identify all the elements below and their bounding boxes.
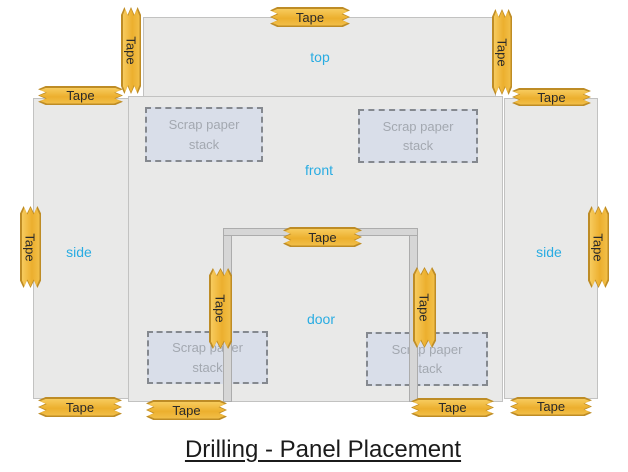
tape-strip-top-panel-left-edge: Tape xyxy=(121,7,141,94)
scrap-stack-label-line1: Scrap paper xyxy=(382,118,454,134)
tape-strip-door-left: Tape xyxy=(209,268,232,349)
scrap-stack-label-line1: Scrap paper xyxy=(168,117,240,132)
scrap-paper-stack-bottom-left: Scrap paper stack xyxy=(147,331,268,384)
tape-strip-bottom-side-right: Tape xyxy=(510,397,592,416)
tape-strip-bottom-front-right: Tape xyxy=(411,398,494,417)
tape-label: Tape xyxy=(65,399,95,415)
tape-strip-bottom-front-left: Tape xyxy=(146,400,227,420)
panel-side-left xyxy=(33,98,129,399)
tape-label: Tape xyxy=(66,88,95,103)
tape-strip-bottom-side-left: Tape xyxy=(38,397,122,417)
tape-label: Tape xyxy=(494,37,510,67)
tape-label: Tape xyxy=(417,293,433,322)
tape-label: Tape xyxy=(308,229,337,245)
tape-strip-top-panel-top-edge: Tape xyxy=(270,7,350,27)
tape-strip-side-left-outer-edge: Tape xyxy=(20,206,41,288)
scrap-stack-label-line2: stack xyxy=(188,136,220,152)
scrap-stack-label-line2: stack xyxy=(411,361,443,376)
tape-label: Tape xyxy=(438,400,467,415)
panel-label-front: front xyxy=(304,162,334,178)
tape-strip-door-top: Tape xyxy=(283,227,362,247)
tape-label: Tape xyxy=(23,232,39,262)
scrap-stack-label-line2: stack xyxy=(192,359,223,375)
tape-label: Tape xyxy=(537,89,566,105)
scrap-stack-label-line2: stack xyxy=(402,138,434,153)
scrap-paper-stack-top-right: Scrap paper stack xyxy=(358,109,478,163)
diagram-title: Drilling - Panel Placement xyxy=(184,436,462,463)
panel-label-side-right: side xyxy=(536,244,562,260)
panel-label-door: door xyxy=(306,311,336,327)
tape-label: Tape xyxy=(213,294,229,323)
panel-label-side-left: side xyxy=(66,244,92,260)
tape-strip-side-right-outer-edge: Tape xyxy=(588,206,609,288)
tape-strip-side-right-top-edge: Tape xyxy=(512,88,591,106)
tape-label: Tape xyxy=(172,402,201,418)
scrap-paper-stack-top-left: Scrap paper stack xyxy=(145,107,263,162)
tape-label: Tape xyxy=(536,399,566,414)
tape-label: Tape xyxy=(123,36,139,65)
scrap-stack-label-line1: Scrap paper xyxy=(172,340,243,355)
tape-strip-top-panel-right-edge: Tape xyxy=(492,9,512,95)
tape-label: Tape xyxy=(295,9,325,25)
tape-label: Tape xyxy=(591,232,607,262)
tape-strip-door-right: Tape xyxy=(413,267,436,348)
tape-strip-side-left-top-edge: Tape xyxy=(38,86,123,105)
panel-label-top: top xyxy=(310,49,330,65)
